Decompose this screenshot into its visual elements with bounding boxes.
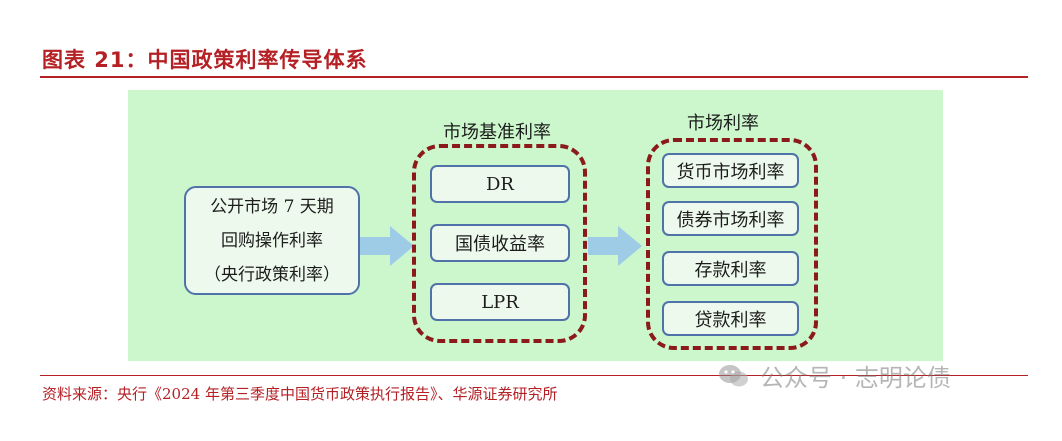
arrow-right-icon [360,226,414,266]
market-group-title: 市场利率 [687,113,759,134]
benchmark-item-lpr: LPR [430,283,570,321]
policy-rate-box: 公开市场 7 天期 回购操作利率 （央行政策利率） [184,186,360,295]
watermark: 公众号 · 志明论债 [718,358,951,393]
benchmark-group-title: 市场基准利率 [443,122,551,143]
benchmark-rate-group [412,144,587,343]
page-title: 图表 21：中国政策利率传导体系 [42,48,368,72]
policy-rate-line-3: （央行政策利率） [204,264,340,285]
wechat-icon [719,364,748,386]
policy-rate-line-2: 回购操作利率 [221,230,323,251]
source-note: 资料来源：央行《2024 年第三季度中国货币政策执行报告》、华源证券研究所 [42,385,558,403]
benchmark-item-dr: DR [430,165,570,203]
arrow-right-icon [588,226,642,266]
market-item-bond-market: 债券市场利率 [662,201,799,236]
policy-rate-line-1: 公开市场 7 天期 [210,196,334,217]
header-divider [40,76,1028,78]
market-rate-group [646,138,818,350]
watermark-text: 公众号 · 志明论债 [760,364,951,392]
market-item-deposit-rate: 存款利率 [662,251,799,286]
benchmark-item-treasury-yield: 国债收益率 [430,224,570,262]
footer-divider [40,375,1028,376]
market-item-money-market: 货币市场利率 [662,153,799,188]
market-item-loan-rate: 贷款利率 [662,301,799,336]
